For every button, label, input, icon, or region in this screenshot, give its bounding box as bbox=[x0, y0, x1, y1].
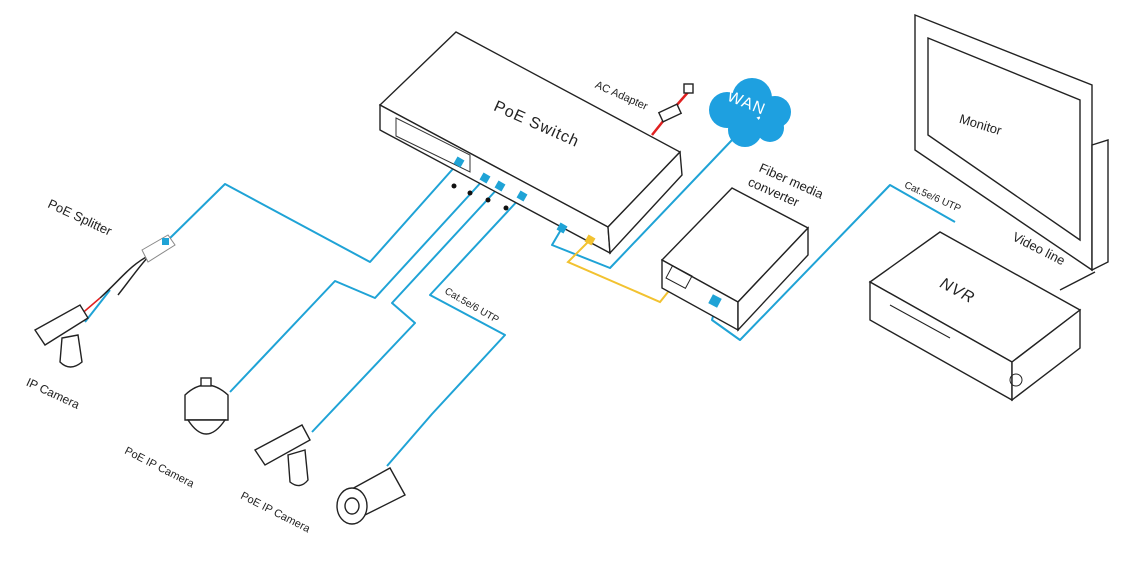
switch-ports bbox=[453, 156, 596, 246]
fiber-cable bbox=[566, 239, 677, 304]
dome-camera bbox=[184, 377, 229, 435]
bullet-camera bbox=[336, 467, 406, 525]
poe-switch bbox=[378, 31, 683, 255]
cable-splitter bbox=[164, 161, 460, 263]
poe-splitter bbox=[141, 234, 176, 263]
cable-camera-splitter bbox=[84, 289, 111, 323]
ac-adapter bbox=[657, 83, 694, 123]
ip-camera bbox=[33, 304, 89, 368]
monitor bbox=[914, 13, 1109, 291]
cable-wan bbox=[551, 139, 733, 269]
cable-ptz-camera bbox=[311, 185, 501, 433]
port-dots bbox=[451, 183, 509, 211]
wan-cloud bbox=[709, 78, 791, 147]
fiber-media-converter bbox=[660, 187, 810, 332]
cable-dome-camera bbox=[229, 177, 486, 393]
nvr bbox=[868, 231, 1082, 402]
cable-bullet-camera bbox=[386, 195, 523, 467]
ptz-camera bbox=[253, 424, 311, 487]
